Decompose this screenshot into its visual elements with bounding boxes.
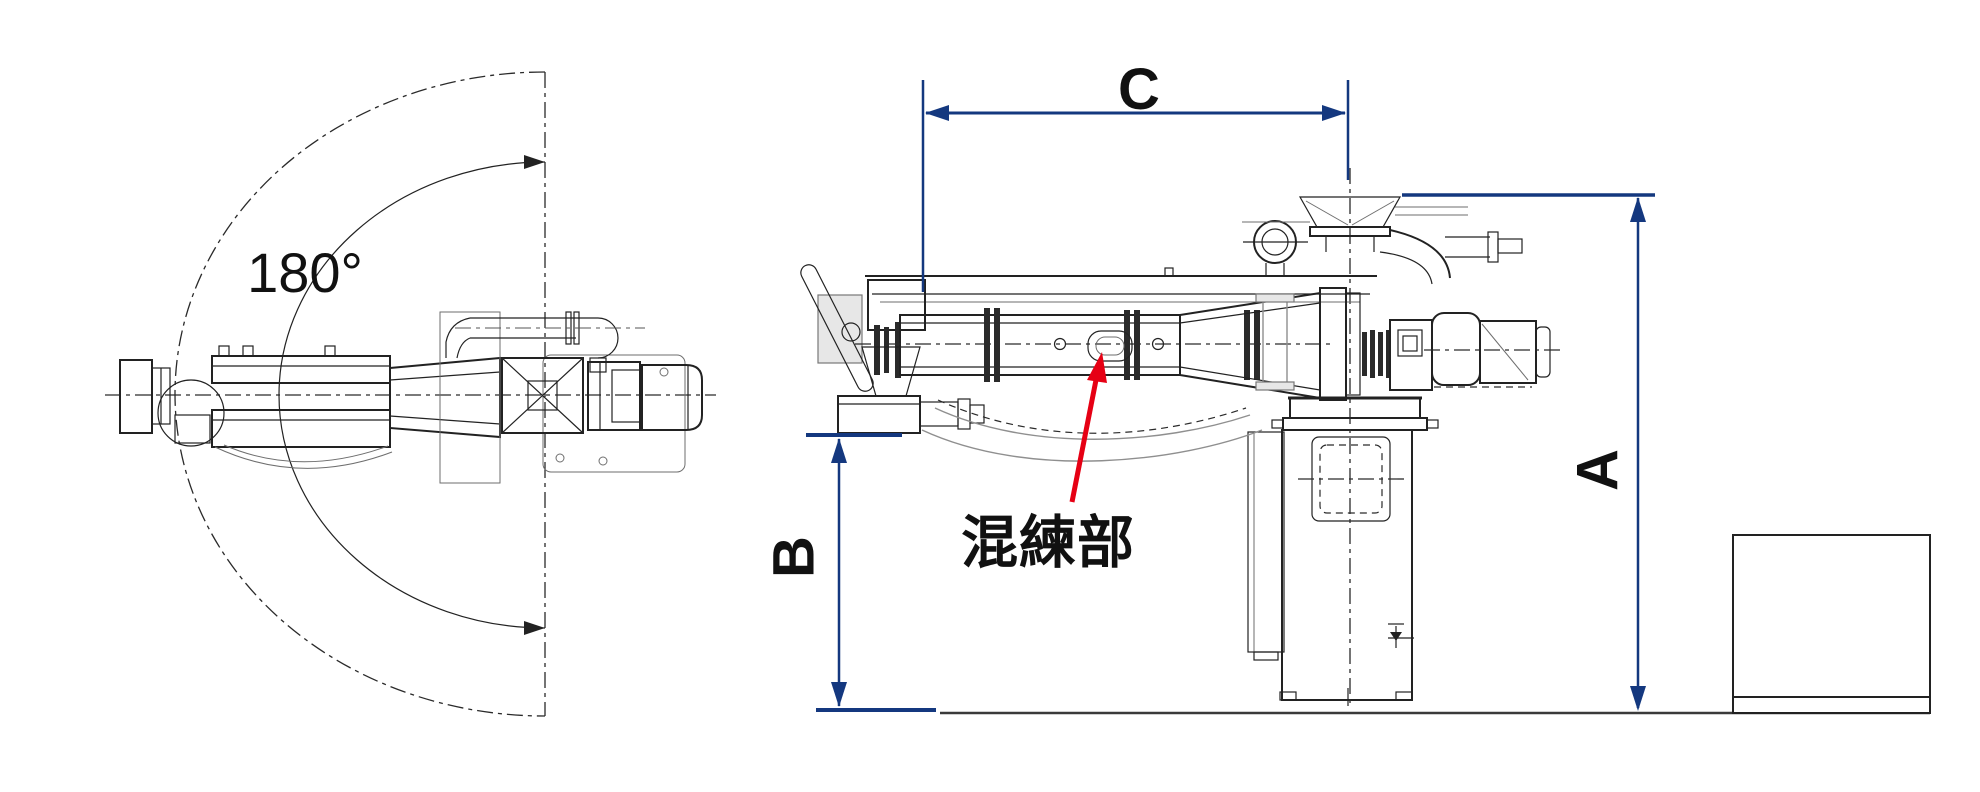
dim-b-label: B: [761, 536, 826, 578]
side-cabinet: [1247, 431, 1285, 661]
kneader-body: [800, 264, 1377, 462]
kneading-zone: [1087, 330, 1133, 362]
swing-arrowhead-bottom: [524, 621, 545, 635]
drive-unit: [1362, 312, 1560, 391]
pedestal-column: [1271, 396, 1439, 706]
rotary-ring: [1243, 220, 1308, 391]
dimension-a: [1402, 193, 1655, 711]
dim-a-label: A: [1565, 449, 1630, 491]
swing-arc-outer: [174, 71, 546, 717]
dim-c-label: C: [1118, 57, 1160, 122]
feed-hopper: [1242, 196, 1468, 252]
elbow-pipe: [1379, 229, 1523, 285]
side-view-drawing: [800, 168, 1931, 715]
kneading-callout-arrow: [1069, 352, 1107, 503]
swing-arc-inner: [278, 161, 546, 629]
kneading-section-label: 混練部: [961, 511, 1135, 575]
motor: [1424, 312, 1560, 388]
top-view-drawing: [105, 71, 716, 717]
swing-angle-label: 180°: [247, 241, 363, 304]
top-view-machine: [119, 311, 703, 484]
dimension-c: [921, 80, 1350, 292]
swing-arrowhead-top: [524, 155, 545, 169]
dimension-b: [806, 433, 936, 712]
side-box: [1732, 534, 1931, 714]
